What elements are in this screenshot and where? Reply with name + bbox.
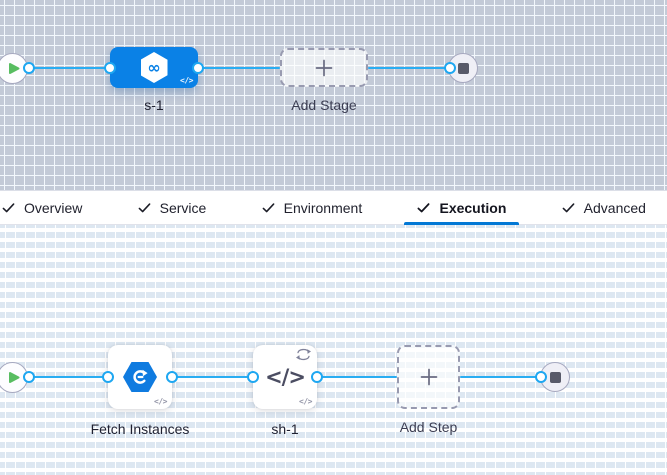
infinity-icon: ∞: [147, 57, 161, 77]
play-icon: [9, 62, 20, 74]
tab-service[interactable]: Service: [125, 191, 220, 224]
step-node-sh1[interactable]: </> </>: [253, 345, 317, 409]
tab-label: Overview: [24, 199, 83, 216]
port-end-in[interactable]: [535, 371, 547, 383]
execution-graph-canvas[interactable]: </> Fetch Instances </> </> sh-1: [0, 225, 667, 475]
add-step-label: Add Step: [399, 419, 458, 435]
stage-name-label: s-1: [144, 97, 164, 113]
port-stage-out[interactable]: [192, 62, 204, 74]
script-icon: </>: [265, 365, 306, 389]
edge-addstep-to-end: [460, 375, 541, 379]
port-sh1-out[interactable]: [311, 371, 323, 383]
add-stage-button[interactable]: [280, 48, 368, 87]
tab-label: Service: [159, 199, 207, 216]
port-stage-in[interactable]: [104, 62, 116, 74]
execution-end-node: [540, 362, 570, 392]
edge-stage-to-addstage: [198, 66, 280, 70]
edge-start-to-fetch: [29, 375, 108, 379]
looping-strategy-icon: [295, 348, 312, 366]
edge-sh1-to-addstep: [317, 375, 397, 379]
code-badge-icon: </>: [180, 76, 193, 85]
port-start-out[interactable]: [23, 62, 35, 74]
port-sh1-in[interactable]: [247, 371, 259, 383]
tab-label: Execution: [439, 199, 507, 216]
check-icon: [2, 202, 15, 212]
tab-overview[interactable]: Overview: [2, 191, 95, 224]
port-end-in[interactable]: [444, 62, 456, 74]
edge-addstage-to-end: [368, 66, 450, 70]
check-icon: [262, 202, 275, 212]
add-step-button[interactable]: [397, 345, 460, 409]
stop-icon: [549, 371, 561, 383]
check-icon: [417, 202, 430, 212]
tab-label: Advanced: [583, 199, 646, 216]
deploy-stage-hexagon-icon: ∞: [140, 52, 168, 83]
play-icon: [9, 371, 20, 383]
port-fetch-in[interactable]: [102, 371, 114, 383]
stop-icon: [457, 62, 469, 74]
step-name-label: Fetch Instances: [90, 421, 190, 437]
step-node-fetch-instances[interactable]: </>: [108, 345, 172, 409]
stage-config-tabbar: Overview Service Environment Execution A…: [0, 190, 667, 225]
sync-hexagon-icon: [123, 362, 157, 392]
tab-execution[interactable]: Execution: [404, 191, 520, 225]
port-fetch-out[interactable]: [166, 371, 178, 383]
plus-icon: [315, 59, 333, 76]
tab-advanced[interactable]: Advanced: [549, 191, 659, 224]
plus-icon: [420, 368, 437, 386]
add-stage-label: Add Stage: [291, 97, 357, 113]
edge-start-to-stage: [29, 66, 110, 70]
stage-node-s1[interactable]: ∞ </>: [110, 47, 198, 88]
tab-environment[interactable]: Environment: [249, 191, 376, 224]
tab-label: Environment: [283, 199, 363, 216]
sync-arrow-icon: [133, 369, 148, 384]
edge-fetch-to-sh1: [172, 375, 253, 379]
code-badge-icon: </>: [154, 397, 167, 406]
step-name-label: sh-1: [271, 421, 299, 437]
port-start-out[interactable]: [23, 371, 35, 383]
check-icon: [562, 202, 575, 212]
check-icon: [138, 202, 151, 212]
code-badge-icon: </>: [299, 397, 312, 406]
stage-graph-canvas[interactable]: ∞ </> s-1 Add Stage: [0, 0, 667, 190]
